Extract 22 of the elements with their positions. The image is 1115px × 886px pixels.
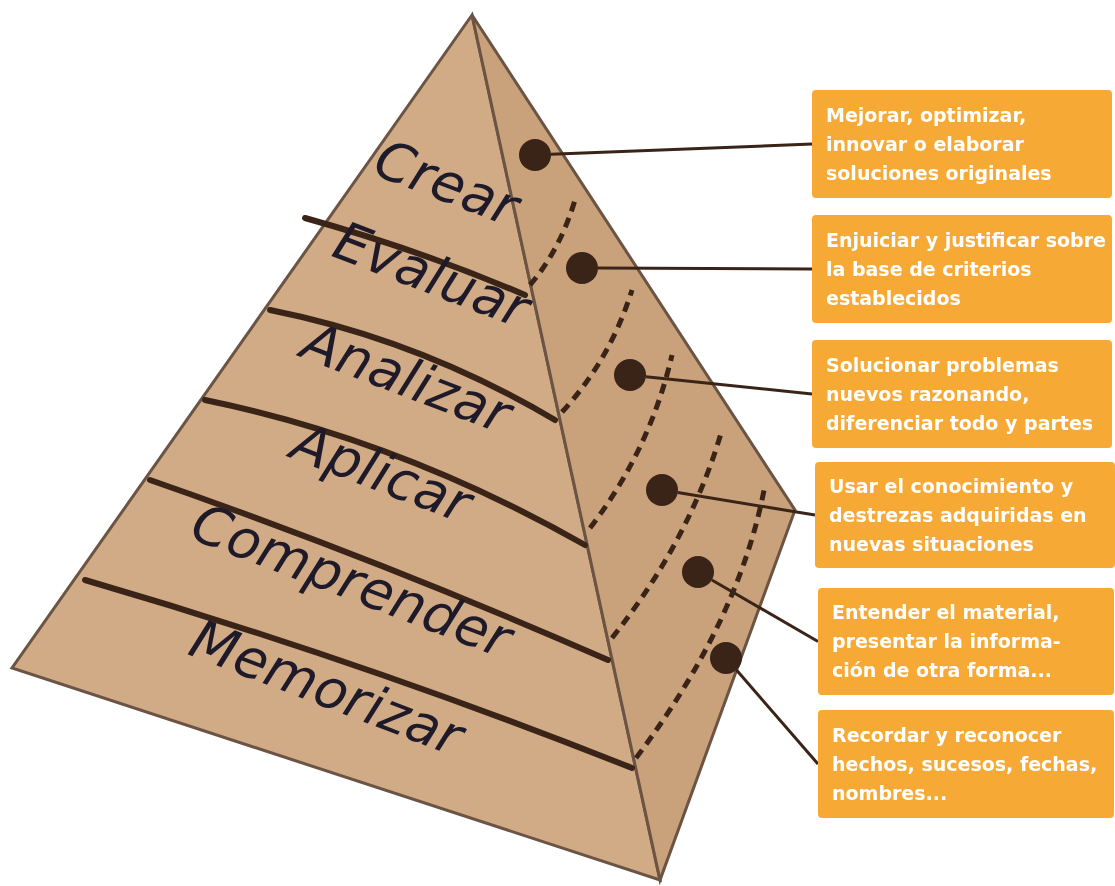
- level-dot: [682, 556, 714, 588]
- level-dot: [710, 642, 742, 674]
- description-text: Recordar y reconocer hechos, sucesos, fechas, nombres...: [832, 722, 1099, 806]
- leader-line: [735, 669, 820, 765]
- leader-line: [550, 142, 813, 156]
- level-dot: [646, 474, 678, 506]
- description-box: [818, 710, 1114, 818]
- description-box: [812, 340, 1112, 448]
- level-dot: [566, 252, 598, 284]
- level-dot: [614, 359, 646, 391]
- leader-line: [645, 375, 813, 396]
- description-box: [815, 462, 1115, 568]
- description-box: [818, 588, 1114, 695]
- leader-line: [711, 578, 819, 643]
- description-box: [812, 215, 1112, 323]
- description-text: Usar el conocimiento y destrezas adquiridas en nuevas situaciones: [829, 473, 1088, 557]
- description-text: Enjuiciar y justificar sobre la base de criterios establecidos: [826, 227, 1106, 311]
- description-box: [812, 90, 1112, 198]
- leader-line: [598, 266, 812, 271]
- description-text: Entender el material, presentar la informa- ción de otra forma...: [832, 600, 1062, 683]
- description-text: Solucionar problemas nuevos razonando, diferenciar todo y partes: [826, 352, 1095, 436]
- description-text: Mejorar, optimizar, innovar o elaborar soluciones originales: [826, 102, 1053, 186]
